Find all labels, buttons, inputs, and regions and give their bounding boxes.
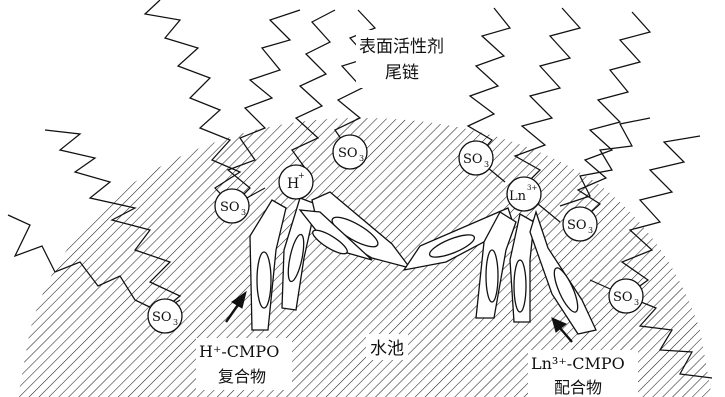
svg-text:SO: SO xyxy=(613,290,633,305)
tail-chain xyxy=(559,117,651,207)
pointer-arrows xyxy=(225,290,573,343)
svg-text:SO: SO xyxy=(463,152,483,167)
tail-chain xyxy=(44,129,182,313)
svg-text:+: + xyxy=(298,171,305,180)
tail-chain xyxy=(291,9,336,169)
tail-chain xyxy=(625,295,713,379)
svg-text:3: 3 xyxy=(634,298,639,307)
water-pool-label: 水池 xyxy=(370,339,404,359)
h-cmpo-molecules xyxy=(249,191,412,331)
surfactant-tails xyxy=(7,0,713,379)
label-backdrop xyxy=(528,350,638,397)
label-backdrop xyxy=(366,334,408,360)
tail-chain xyxy=(143,0,242,207)
cmpo-ring xyxy=(256,251,272,309)
cmpo-ring xyxy=(428,234,476,258)
cmpo-ring xyxy=(287,233,305,283)
ln-cmpo-molecules xyxy=(402,207,597,335)
cmpo-ring xyxy=(485,249,499,303)
cmpo-ring xyxy=(513,259,527,313)
ln-cmpo-label-line2: 配合物 xyxy=(554,378,602,397)
cmpo-ring xyxy=(331,216,379,248)
h-cmpo-label-line2: 复合物 xyxy=(218,367,266,386)
so3-headgroup: SO 3 xyxy=(147,298,183,334)
label-backdrop xyxy=(356,30,454,88)
tail-chain xyxy=(513,7,582,189)
cmpo-ring xyxy=(553,267,579,313)
label-backdrop xyxy=(196,338,292,390)
svg-text:Ln: Ln xyxy=(509,189,527,204)
svg-text:3: 3 xyxy=(588,226,593,235)
so3-headgroup: SO 3 xyxy=(562,206,598,242)
so3-headgroup: SO 3 xyxy=(214,188,250,224)
svg-text:H: H xyxy=(287,176,299,192)
svg-text:SO: SO xyxy=(567,218,587,233)
svg-text:3+: 3+ xyxy=(527,184,537,192)
svg-text:3: 3 xyxy=(241,208,246,217)
tail-chain xyxy=(226,9,301,207)
svg-text:3: 3 xyxy=(359,154,364,163)
tail-chain xyxy=(7,214,161,313)
surfactant-tail-label-line2: 尾链 xyxy=(385,63,419,83)
surfactant-tail-label: 表面活性剂 xyxy=(359,37,444,57)
tail-chain xyxy=(620,135,701,297)
so3-headgroup: SO 3 xyxy=(332,134,368,170)
svg-text:SO: SO xyxy=(152,310,172,325)
tail-chain xyxy=(466,7,512,159)
hplus-ion: H + xyxy=(278,164,314,200)
svg-text:3: 3 xyxy=(484,160,489,169)
so3-headgroup: SO 3 xyxy=(608,278,644,314)
h-cmpo-label: H⁺-CMPO xyxy=(199,342,279,361)
ln-ion: Ln 3+ xyxy=(506,176,542,212)
tail-chain xyxy=(576,11,652,223)
svg-text:3: 3 xyxy=(173,318,178,327)
ln-cmpo-label: Ln³⁺-CMPO xyxy=(531,354,625,373)
svg-text:SO: SO xyxy=(338,146,358,161)
svg-text:SO: SO xyxy=(220,200,240,215)
so3-headgroup: SO 3 xyxy=(458,140,494,176)
cmpo-ring xyxy=(312,229,348,255)
